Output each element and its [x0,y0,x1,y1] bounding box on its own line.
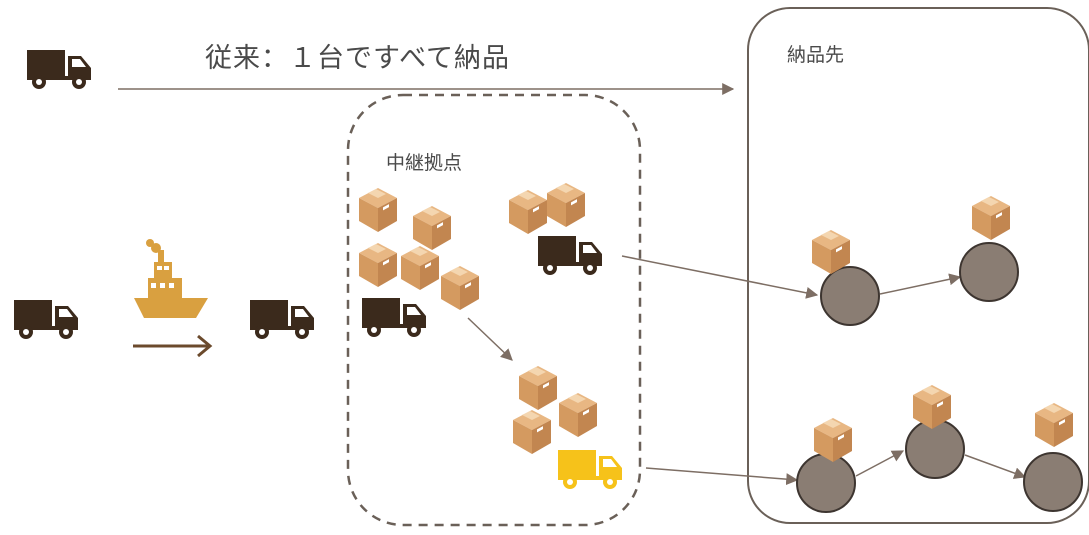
box-icon [972,196,1010,240]
box-icon [513,410,551,454]
box-icon [559,393,597,437]
route-arrow [621,255,819,299]
route-arrow [645,467,799,486]
truck-icon [362,298,426,337]
conventional-delivery-label: 従来：１台ですべて納品 [205,43,511,74]
route-arrow [879,273,962,295]
truck-icon [27,50,91,89]
truck-icon [250,300,314,339]
destination-node [1023,452,1083,512]
hub-label: 中継拠点 [386,152,463,174]
box-icon [359,188,397,232]
ship-arrow [133,334,213,358]
destination-label: 納品先 [787,44,845,66]
destination-node [796,453,856,513]
ship-icon [134,239,208,318]
box-icon [441,266,479,310]
destination-container [747,7,1089,524]
box-icon [401,246,439,290]
box-icon [547,183,585,227]
destination-node [905,419,965,479]
box-icon [359,243,397,287]
box-icon [413,206,451,250]
route-arrow [964,454,1027,479]
box-icon [519,366,557,410]
destination-node [959,242,1019,302]
truck-icon [538,236,602,275]
box-icon [1035,403,1073,447]
truck-icon [14,300,78,339]
destination-node [820,266,880,326]
box-icon [509,190,547,234]
transfer-arrow [467,317,513,361]
route-arrow [855,450,905,477]
truck-icon [558,450,622,489]
